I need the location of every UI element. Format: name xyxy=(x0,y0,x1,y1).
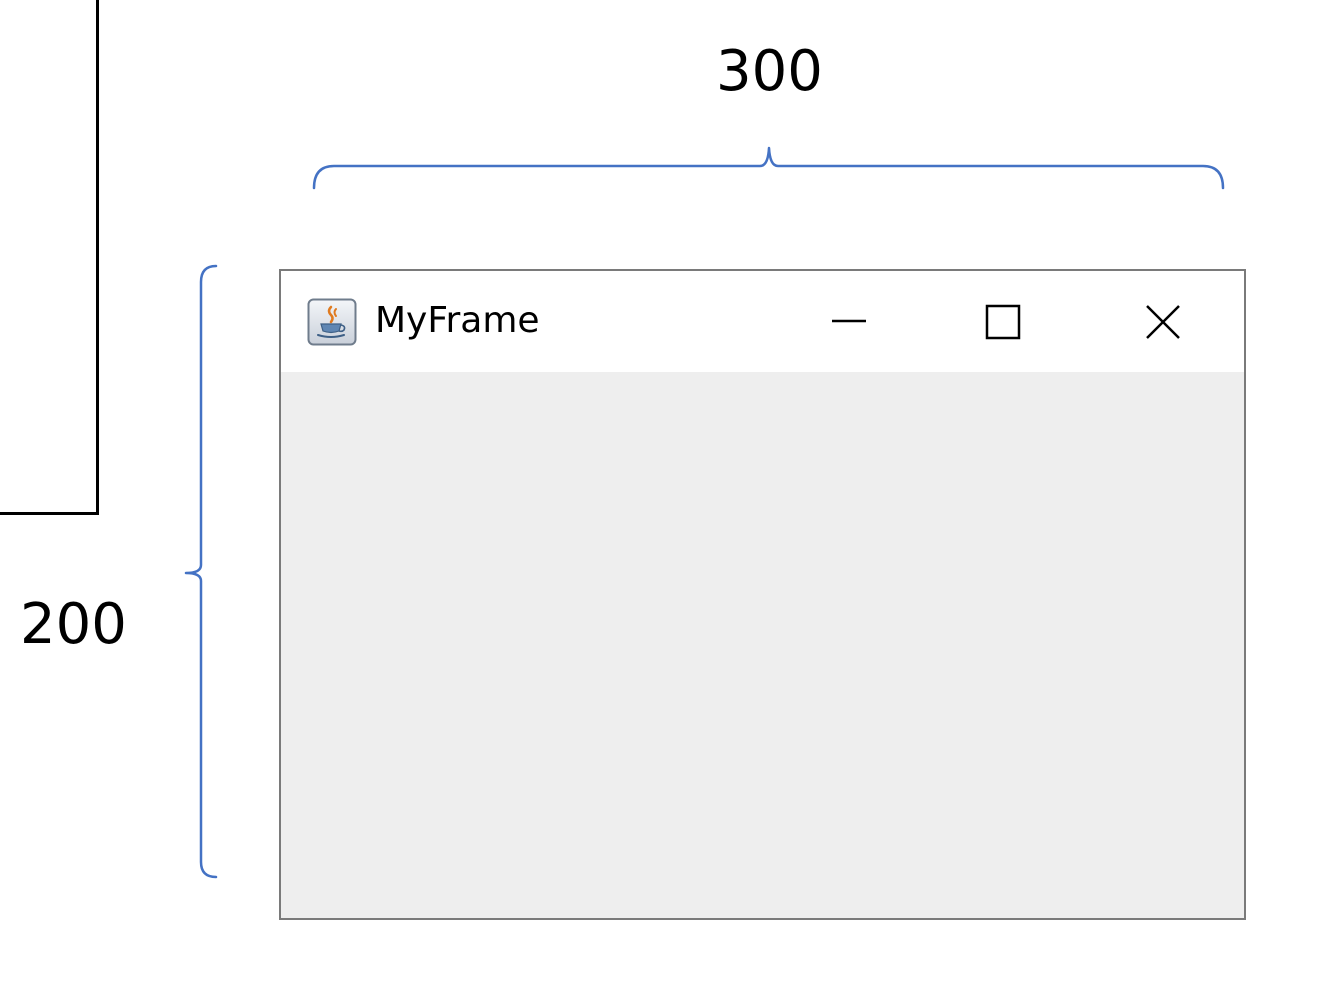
maximize-icon xyxy=(985,304,1021,339)
height-bracket xyxy=(184,264,218,879)
window-title: MyFrame xyxy=(375,300,540,341)
window-content-pane xyxy=(281,372,1244,918)
width-dimension-label: 300 xyxy=(716,39,823,104)
myframe-window[interactable]: MyFrame xyxy=(279,269,1246,920)
width-bracket xyxy=(312,146,1225,190)
background-window-outline xyxy=(0,0,99,515)
height-dimension-label: 200 xyxy=(20,592,127,657)
minimize-icon xyxy=(832,319,866,322)
close-icon xyxy=(1146,304,1180,339)
minimize-button[interactable] xyxy=(779,271,919,372)
maximize-button[interactable] xyxy=(933,271,1073,372)
close-button[interactable] xyxy=(1093,271,1233,372)
window-title-bar[interactable]: MyFrame xyxy=(281,271,1244,372)
java-coffee-cup-icon xyxy=(307,298,357,346)
